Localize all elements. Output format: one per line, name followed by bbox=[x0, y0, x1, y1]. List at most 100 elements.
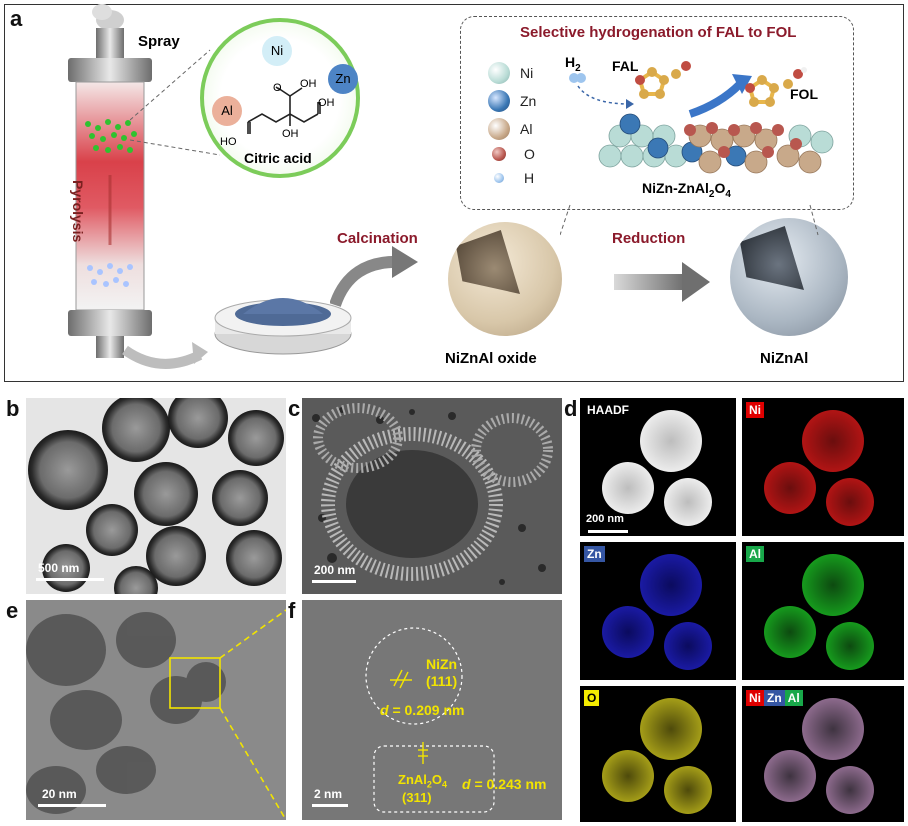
panel-f-scale-text: 2 nm bbox=[314, 787, 343, 801]
map-o: O bbox=[580, 686, 736, 822]
d-spacing-spinel: d = 0.243 nm bbox=[462, 776, 546, 792]
ni-tag: Ni bbox=[746, 402, 764, 418]
spinel-plane: (311) bbox=[402, 790, 432, 805]
spinel-sub2: 4 bbox=[442, 779, 448, 790]
al-tag: Al bbox=[746, 546, 764, 562]
catalyst-slab bbox=[598, 113, 834, 174]
legend-ni-ball bbox=[488, 62, 510, 84]
oxide-sphere-cutout bbox=[456, 230, 520, 294]
catalyst-sub2: 4 bbox=[725, 188, 731, 200]
ion-zn-label: Zn bbox=[335, 71, 351, 86]
curved-arrow-to-dish bbox=[122, 342, 208, 369]
panel-letter-f: f bbox=[288, 598, 296, 623]
legend-o-label: O bbox=[524, 146, 535, 162]
inset-zoom-lines bbox=[560, 204, 819, 236]
spinel-o: O bbox=[431, 772, 443, 787]
citric-acid-structure bbox=[247, 86, 321, 134]
citric-oh-top: OH bbox=[300, 78, 317, 90]
h2-sub: 2 bbox=[575, 62, 581, 74]
lattice-regions bbox=[302, 600, 562, 820]
map-ni: Ni bbox=[742, 398, 904, 536]
spinel-text: ZnAl bbox=[398, 772, 427, 787]
map-al: Al bbox=[742, 542, 904, 680]
catalyst-text: NiZn-ZnAl bbox=[642, 180, 709, 196]
catalyst-sub: 2 bbox=[708, 188, 715, 200]
calcination-label: Calcination bbox=[337, 230, 418, 247]
catalyst-surface-illustration bbox=[569, 61, 834, 174]
overlay-tag-al: Al bbox=[784, 690, 803, 706]
overlay-particle-2 bbox=[764, 750, 816, 802]
haadf-scalebar bbox=[588, 530, 628, 533]
panel-letter-d: d bbox=[564, 396, 578, 421]
panel-c-scalebar bbox=[312, 580, 356, 583]
overlay-particle-3 bbox=[826, 766, 874, 814]
ion-zn: Zn bbox=[328, 64, 358, 94]
citric-oh-right: OH bbox=[318, 97, 335, 109]
fal-molecule bbox=[635, 61, 691, 99]
d2-value: = 0.243 nm bbox=[470, 776, 547, 792]
inset-title: Selective hydrogenation of FAL to FOL bbox=[520, 24, 797, 41]
legend-zn: Zn bbox=[488, 90, 536, 112]
overlay-tags: Ni Zn Al bbox=[746, 690, 803, 706]
nizmal-oxide-sphere bbox=[448, 222, 562, 336]
legend-al: Al bbox=[488, 118, 532, 140]
panel-b-tem-image: 500 nm bbox=[26, 398, 286, 594]
nizn-plane: (111) bbox=[426, 673, 458, 689]
d1-value: = 0.209 nm bbox=[388, 702, 465, 718]
panel-letter-e: e bbox=[6, 598, 19, 623]
fol-label: FOL bbox=[790, 86, 818, 102]
fal-label: FAL bbox=[612, 58, 639, 74]
haadf-particle-2 bbox=[602, 462, 654, 514]
legend-zn-label: Zn bbox=[520, 93, 537, 109]
panel-e-hrtem-image: 20 nm bbox=[26, 600, 286, 820]
spinel-sub1: 2 bbox=[426, 779, 432, 790]
nizn-label: NiZn bbox=[426, 656, 458, 672]
panel-c-sem-image: 200 nm bbox=[302, 398, 562, 594]
legend-o: O bbox=[492, 146, 535, 162]
map-zn: Zn bbox=[580, 542, 736, 680]
citric-ho-left: HO bbox=[220, 136, 237, 148]
hydrogenation-inset bbox=[460, 16, 854, 210]
o-particle-2 bbox=[602, 750, 654, 802]
spray-label: Spray bbox=[138, 33, 180, 50]
map-haadf: HAADF 200 nm bbox=[580, 398, 736, 536]
panel-a-frame bbox=[4, 4, 904, 382]
o-particle-3 bbox=[664, 766, 712, 814]
panel-e-scale-text: 20 nm bbox=[42, 787, 77, 801]
zn-tag: Zn bbox=[584, 546, 605, 562]
d-spacing-nizn: d = 0.209 nm bbox=[380, 702, 464, 718]
al-particle-3 bbox=[826, 622, 874, 670]
zn-particle-3 bbox=[664, 622, 712, 670]
sem-cross-section bbox=[302, 398, 562, 594]
ni-particle-2 bbox=[764, 462, 816, 514]
legend-al-label: Al bbox=[520, 121, 533, 137]
d1-symbol: d bbox=[380, 702, 389, 718]
spray-pyrolysis-reactor bbox=[68, 4, 152, 358]
d2-symbol: d bbox=[462, 776, 471, 792]
citric-o-top: O bbox=[273, 82, 282, 94]
panel-f-scalebar bbox=[312, 804, 348, 807]
fol-molecule bbox=[745, 67, 807, 107]
hrtem-lowmag bbox=[26, 600, 286, 820]
panel-e-scalebar bbox=[38, 804, 106, 807]
al-particle-2 bbox=[764, 606, 816, 658]
niznal-sphere bbox=[730, 218, 848, 336]
pyrolysis-label: Pyrolysis bbox=[70, 180, 86, 243]
ion-ni: Ni bbox=[262, 36, 292, 66]
zn-particle-1 bbox=[640, 554, 702, 616]
catalyst-o: O bbox=[714, 180, 726, 196]
al-particle-1 bbox=[802, 554, 864, 616]
ion-al-label: Al bbox=[221, 103, 233, 118]
ni-particle-3 bbox=[826, 478, 874, 526]
legend-h: H bbox=[494, 170, 534, 186]
h2-h: H bbox=[565, 54, 576, 70]
legend-o-ball bbox=[492, 147, 506, 161]
overlay-tag-zn: Zn bbox=[764, 690, 785, 706]
citric-acid-zoom-lines bbox=[130, 49, 220, 156]
citric-oh-mid: OH bbox=[282, 128, 299, 140]
panel-f-lattice-image: NiZn (111) d = 0.209 nm ZnAl2O4 (311) d … bbox=[302, 600, 562, 820]
catalyst-label: NiZn-ZnAl2O4 bbox=[642, 180, 731, 200]
spinel-label: ZnAl2O4 bbox=[398, 772, 447, 790]
panel-letter-b: b bbox=[6, 396, 20, 421]
overlay-particle-1 bbox=[802, 698, 864, 760]
